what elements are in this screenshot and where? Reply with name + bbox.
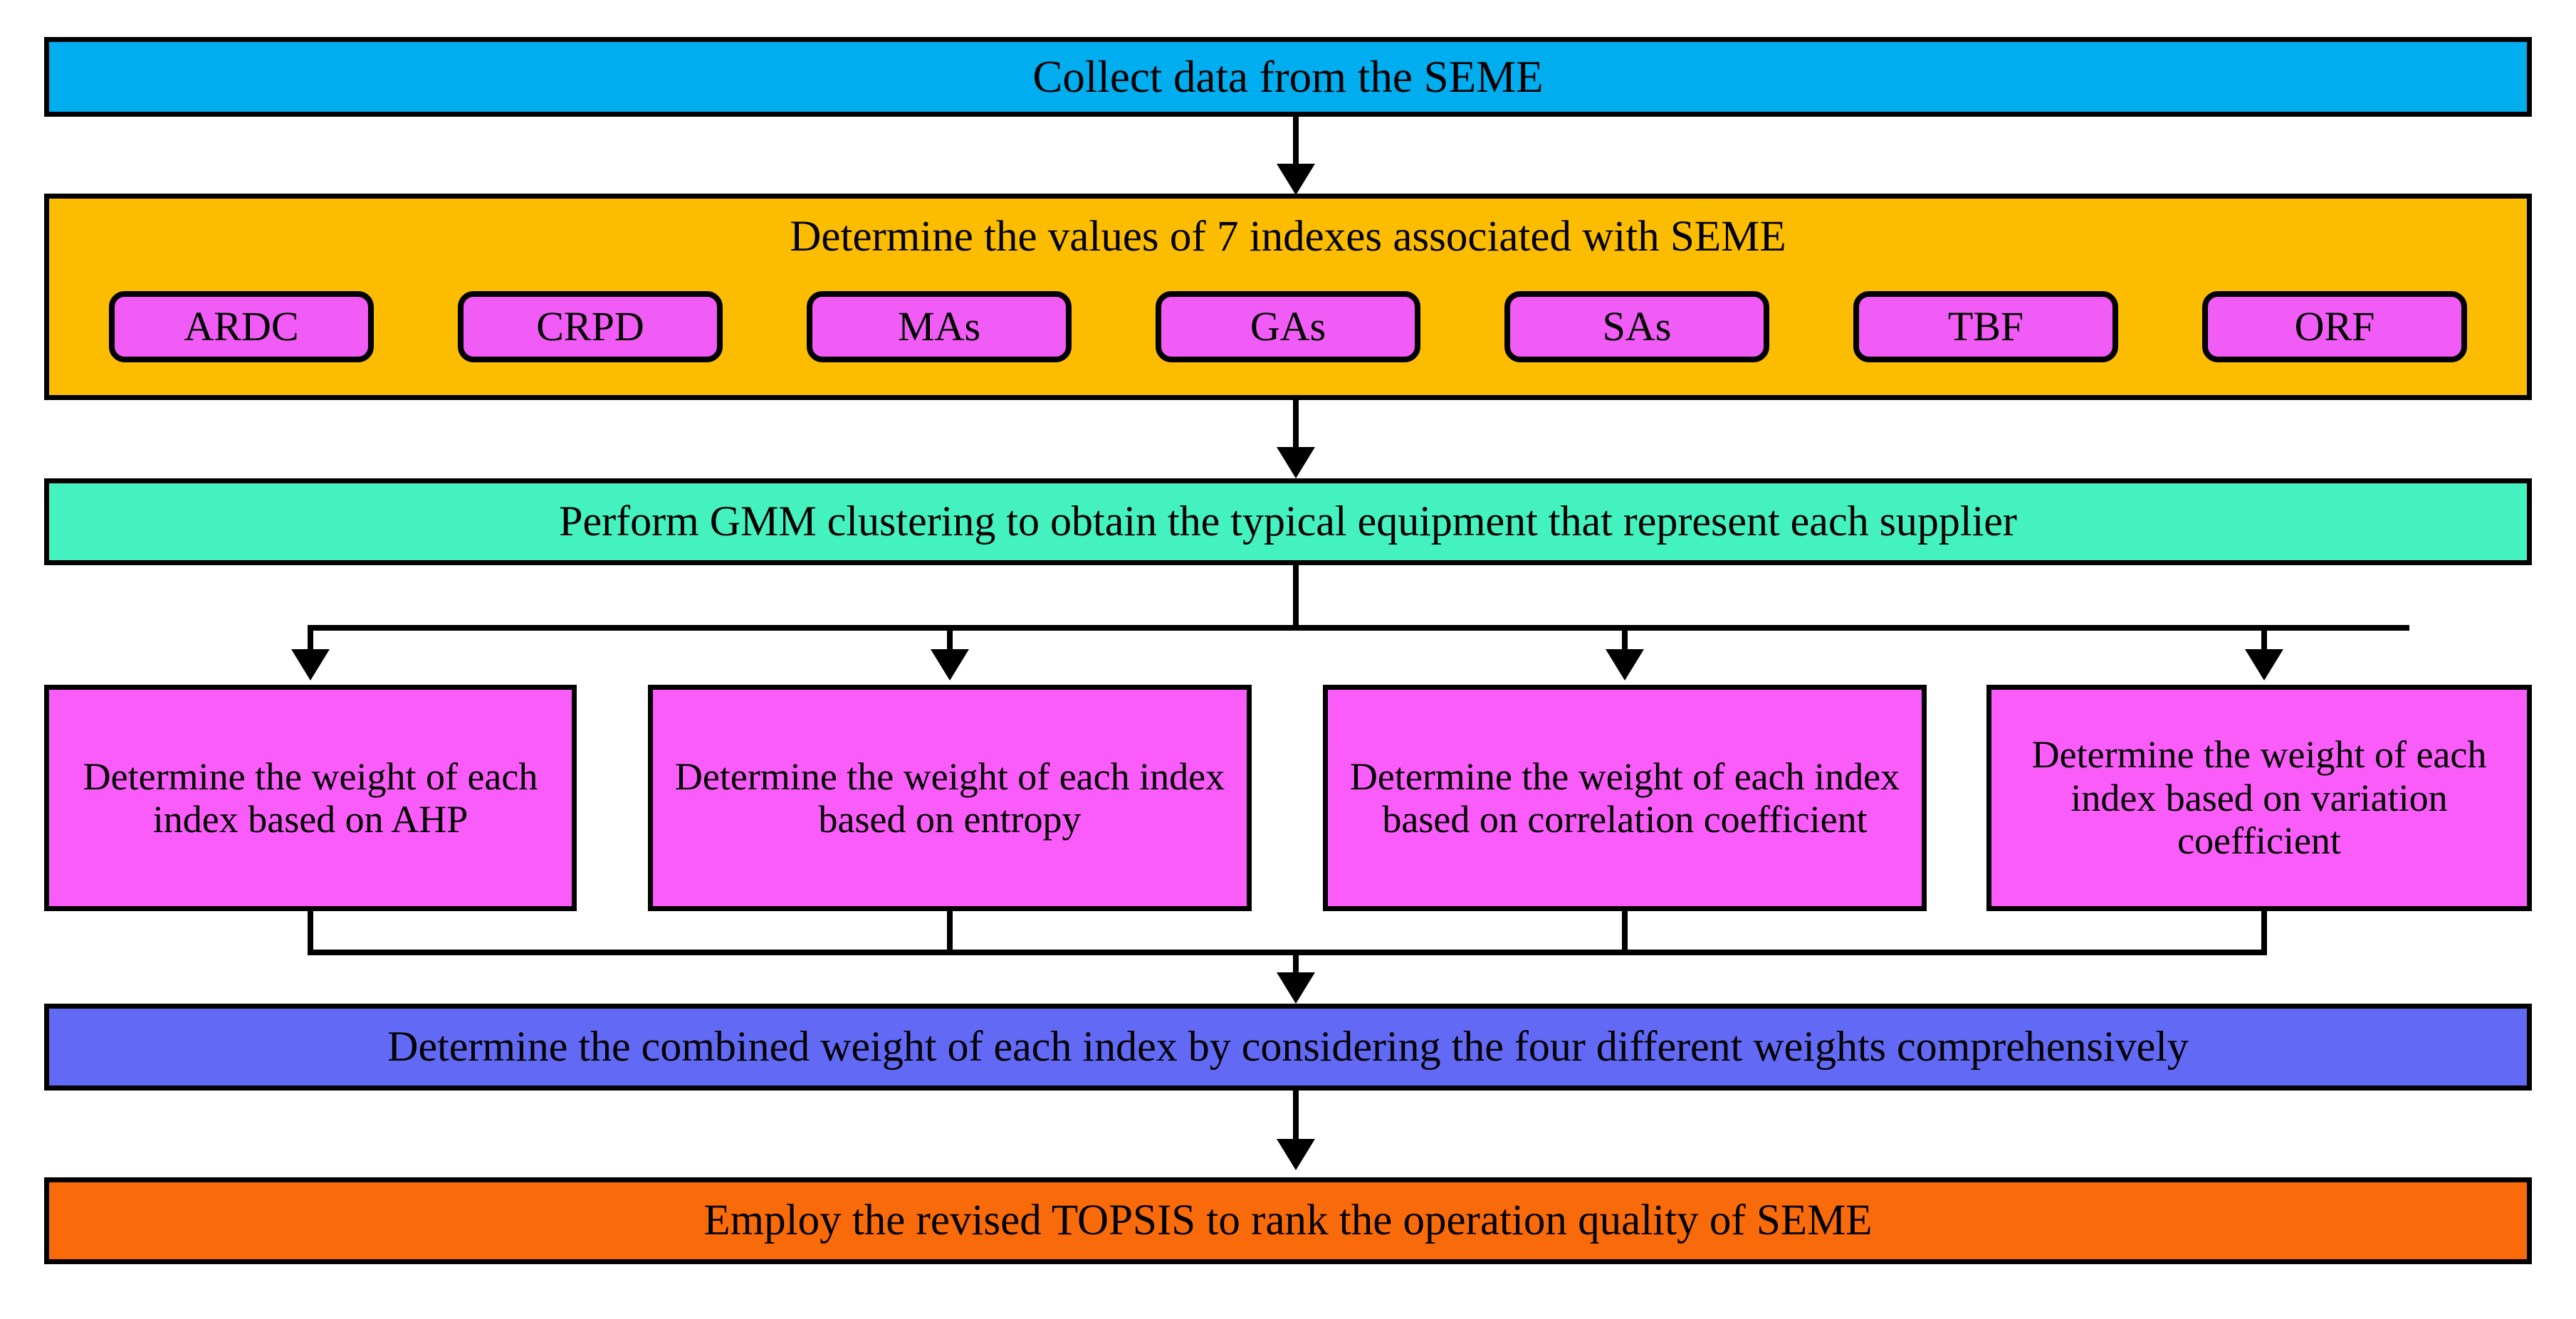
index-chip-sas[interactable]: SAs: [1504, 291, 1769, 362]
connector-merge-entropy-line: [947, 911, 953, 955]
index-chip-crpd[interactable]: CRPD: [458, 291, 723, 362]
connector-branch-ahp-arrowhead: [291, 649, 330, 680]
node-topsis-ranking: Employ the revised TOPSIS to rank the op…: [44, 1177, 2532, 1264]
node-gmm-clustering: Perform GMM clustering to obtain the typ…: [44, 478, 2532, 565]
index-chip-sas-label: SAs: [1602, 303, 1672, 350]
connector-collect-to-indexes-line: [1293, 117, 1299, 172]
connector-indexes-to-gmm-line: [1293, 400, 1299, 456]
node-weight-correlation-coefficient-label: Determine the weight of each index based…: [1349, 755, 1900, 841]
node-weight-entropy: Determine the weight of each index based…: [648, 685, 1252, 911]
connector-merge-ahp-line: [308, 911, 313, 955]
index-chip-mas[interactable]: MAs: [807, 291, 1072, 362]
connector-merge-to-combined-line: [1293, 950, 1299, 978]
connector-indexes-to-gmm-arrowhead: [1277, 447, 1315, 478]
connector-split-bus: [308, 625, 2409, 631]
index-chip-tbf-label: TBF: [1947, 303, 2024, 350]
node-weight-ahp: Determine the weight of each index based…: [44, 685, 577, 911]
node-combined-weight: Determine the combined weight of each in…: [44, 1004, 2532, 1091]
index-chip-gas-label: GAs: [1250, 303, 1326, 350]
connector-branch-entropy-line: [947, 625, 953, 656]
connector-combined-to-topsis-arrowhead: [1277, 1139, 1315, 1170]
connector-merge-bus: [308, 950, 2267, 955]
node-weight-variation-coefficient: Determine the weight of each index based…: [1986, 685, 2532, 911]
node-collect-data: Collect data from the SEME: [44, 37, 2532, 117]
node-determine-index-values-label: Determine the values of 7 indexes associ…: [790, 213, 1786, 261]
connector-branch-variation-line: [2261, 625, 2267, 656]
connector-merge-variation-line: [2261, 911, 2267, 955]
connector-merge-to-combined-arrowhead: [1277, 972, 1315, 1004]
node-combined-weight-label: Determine the combined weight of each in…: [387, 1023, 2189, 1071]
node-weight-ahp-label: Determine the weight of each index based…: [83, 755, 538, 841]
connector-branch-correlation-arrowhead: [1606, 649, 1644, 680]
index-chip-orf-label: ORF: [2294, 303, 2375, 350]
node-determine-index-values: Determine the values of 7 indexes associ…: [44, 194, 2532, 400]
connector-merge-correlation-line: [1622, 911, 1628, 955]
connector-branch-correlation-line: [1622, 625, 1628, 656]
index-chip-ardc-label: ARDC: [184, 303, 299, 350]
index-chip-gas[interactable]: GAs: [1156, 291, 1420, 362]
node-weight-variation-coefficient-label: Determine the weight of each index based…: [2031, 733, 2487, 863]
index-chip-tbf[interactable]: TBF: [1853, 291, 2118, 362]
connector-collect-to-indexes-arrowhead: [1277, 164, 1315, 195]
index-chip-orf[interactable]: ORF: [2202, 291, 2467, 362]
connector-branch-variation-arrowhead: [2245, 649, 2283, 680]
index-chip-crpd-label: CRPD: [536, 303, 644, 350]
node-topsis-ranking-label: Employ the revised TOPSIS to rank the op…: [703, 1196, 1873, 1244]
node-weight-correlation-coefficient: Determine the weight of each index based…: [1323, 685, 1927, 911]
node-collect-data-label: Collect data from the SEME: [1032, 51, 1544, 102]
connector-branch-entropy-arrowhead: [931, 649, 969, 680]
node-weight-entropy-label: Determine the weight of each index based…: [674, 755, 1225, 841]
node-gmm-clustering-label: Perform GMM clustering to obtain the typ…: [559, 498, 2017, 545]
index-chip-row: ARDC CRPD MAs GAs SAs TBF ORF: [49, 291, 2527, 369]
index-chip-ardc[interactable]: ARDC: [109, 291, 374, 362]
connector-branch-ahp-line: [308, 625, 313, 656]
connector-gmm-trunk: [1293, 565, 1299, 631]
connector-combined-to-topsis-line: [1293, 1091, 1299, 1145]
index-chip-mas-label: MAs: [897, 303, 981, 350]
